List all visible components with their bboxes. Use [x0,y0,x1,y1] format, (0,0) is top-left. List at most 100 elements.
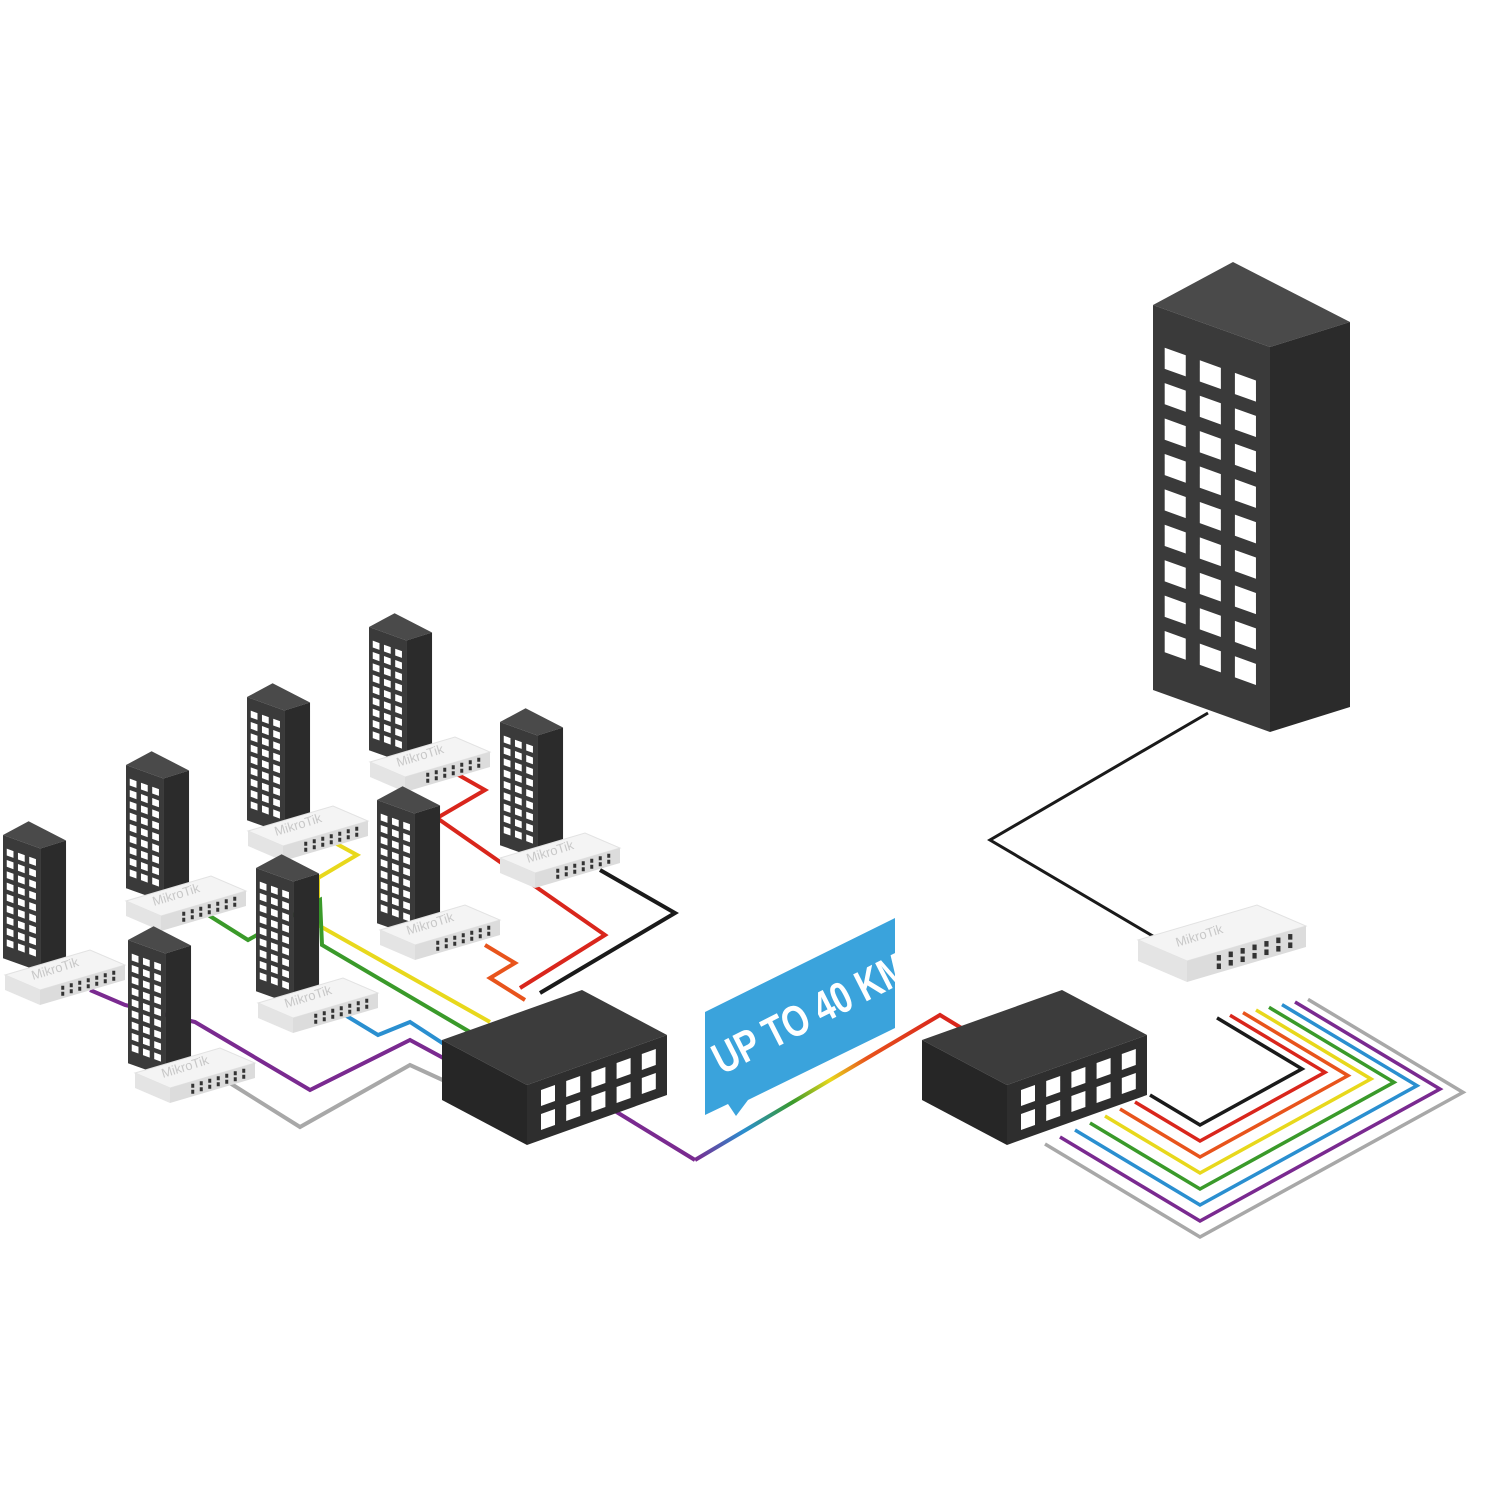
switch-port [487,931,491,936]
building-window [6,928,14,938]
building-roof [128,926,192,954]
building-window [129,789,137,800]
remote-building [126,751,190,902]
mux-port [1096,1082,1111,1103]
switch-port [322,1011,326,1016]
building-window [29,924,36,934]
building-window [131,1033,139,1043]
cable-right-2 [1119,1011,1352,1160]
building-window [380,881,388,891]
building-window [131,999,139,1009]
building-window [154,995,161,1005]
building-window [383,735,391,745]
switch-port [1252,944,1257,951]
building-window [270,897,278,907]
building-window [282,901,289,911]
trunk-fiber-purple [608,1106,697,1162]
mux-unit-right [922,990,1147,1145]
building-window [140,782,148,792]
cable-right-6 [1059,1000,1444,1224]
switch-port [598,862,602,867]
building-window [383,656,391,666]
mux-port [1071,1067,1086,1088]
building-window [503,758,511,768]
switch-left-face [1138,940,1187,982]
switch-port [468,760,472,765]
building-window [403,912,410,922]
remote-building [369,613,433,764]
building-window [395,671,402,681]
building-window [17,898,25,908]
building-window [282,923,289,933]
building-window [270,976,278,986]
switch-port [312,839,316,844]
mux-port [591,1091,606,1112]
switch-port [355,826,359,831]
switch-port [199,912,203,917]
switch-port [216,1076,220,1081]
building-window [17,932,25,942]
switch-port [1228,951,1233,958]
switch-port [581,861,585,866]
building-side-face [537,727,564,859]
switch-left-face [248,831,283,861]
building-window [1164,418,1186,448]
building-window [152,854,159,864]
building-side-face [163,770,190,902]
building-window [503,815,511,825]
building-window [142,957,150,967]
building-window [514,751,522,761]
mux-port [541,1085,555,1106]
building-window [383,678,391,688]
switch-port [112,970,116,975]
mux-top [442,990,667,1085]
switch-port [225,1079,229,1084]
building-window [1199,431,1221,460]
switch-port [216,901,220,906]
mux-unit-left [442,990,667,1145]
building-roof [126,751,190,779]
switch-port [426,778,430,783]
switch-port [314,1013,318,1018]
building-window [259,961,267,971]
switch-port [61,985,65,990]
building-window [261,782,269,792]
remote-building [247,683,311,834]
building-window [391,885,399,895]
mux-port [591,1067,606,1088]
building-window [152,843,159,853]
building-window [403,833,410,843]
remote-switch: MikroTik [256,977,380,1033]
building-window [372,686,380,696]
switch-port [356,1007,360,1012]
building-window [1164,560,1186,589]
building-window [391,817,399,827]
building-window [1199,466,1221,496]
building-window [391,863,399,873]
building-window [395,705,402,715]
switch-port [581,867,585,872]
building-window [17,909,25,919]
switch-left-face [380,930,415,960]
building-window [261,748,269,758]
building-window [503,769,511,779]
switch-port [339,1012,343,1017]
building-window [1164,595,1186,625]
building-window [1234,408,1256,438]
switch-port [1216,963,1221,970]
switch-port [590,864,594,869]
mux-left-face [442,1040,527,1145]
switch-port [69,983,73,988]
building-window [250,778,258,788]
switch-port [224,905,228,910]
mux-port [1071,1091,1086,1112]
building-window [1234,372,1256,402]
building-window [1234,514,1256,544]
switch-port [348,1003,352,1008]
switch-port [348,1009,352,1014]
building-window [403,889,410,899]
building-side-face [406,632,433,764]
switch-port [86,978,90,983]
building-window [154,1007,161,1017]
building-side-face [165,945,192,1077]
